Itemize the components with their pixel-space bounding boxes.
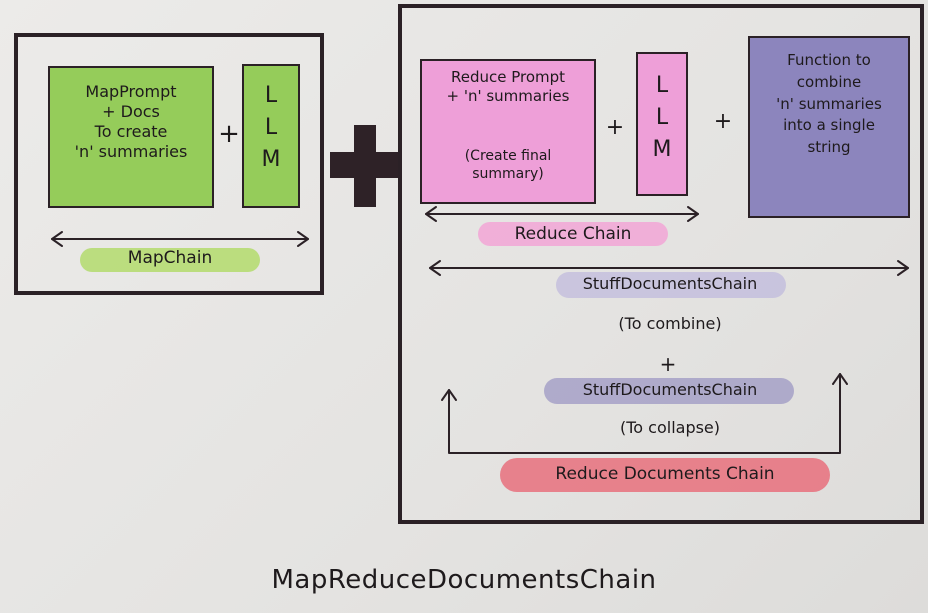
reduce-llm-box xyxy=(636,52,688,196)
map-llm-box xyxy=(242,64,300,208)
reduce-prompt-text: Reduce Prompt + 'n' summaries xyxy=(446,68,570,105)
reduce-chain-arrow xyxy=(425,206,699,222)
collapse-loop-arrow xyxy=(441,373,848,454)
map-plus: + xyxy=(218,119,240,149)
combine-function-box xyxy=(748,36,910,218)
reduce-chain-highlight xyxy=(478,222,668,246)
reduce-llm-text: L L M xyxy=(652,73,672,162)
stuff-documents-arrow xyxy=(429,260,909,276)
big-plus-horizontal xyxy=(330,152,400,178)
reduce-plus-2: + xyxy=(713,109,733,134)
diagram-title: MapReduceDocumentsChain xyxy=(271,565,657,595)
reduce-plus-1: + xyxy=(605,115,625,140)
reduce-prompt-box xyxy=(420,59,596,204)
stuff-combine-highlight xyxy=(556,272,786,298)
map-chain-label: MapChain xyxy=(127,248,213,268)
stuff-collapse-sub: (To collapse) xyxy=(619,418,721,437)
map-prompt-box xyxy=(48,66,214,208)
stuff-collapse-highlight xyxy=(544,378,794,404)
stuff-mid-plus: + xyxy=(659,352,677,376)
map-chain-frame xyxy=(14,33,324,295)
stuff-combine-label: StuffDocumentsChain xyxy=(582,274,758,293)
reduce-documents-label: Reduce Documents Chain xyxy=(555,464,775,484)
combine-function-text: Function to combine 'n' summaries into a… xyxy=(776,51,882,156)
map-prompt-text: MapPrompt + Docs To create 'n' summaries xyxy=(74,82,188,161)
map-chain-highlight xyxy=(80,248,260,272)
stuff-collapse-label: StuffDocumentsChain xyxy=(582,380,758,399)
stuff-combine-sub: (To combine) xyxy=(618,314,722,333)
reduce-prompt-subtext: (Create final summary) xyxy=(464,148,552,182)
reduce-documents-highlight xyxy=(500,458,830,492)
reduce-documents-frame xyxy=(398,4,924,524)
reduce-chain-label: Reduce Chain xyxy=(514,224,632,244)
map-llm-text: L L M xyxy=(261,83,281,172)
map-chain-arrow xyxy=(51,231,309,247)
